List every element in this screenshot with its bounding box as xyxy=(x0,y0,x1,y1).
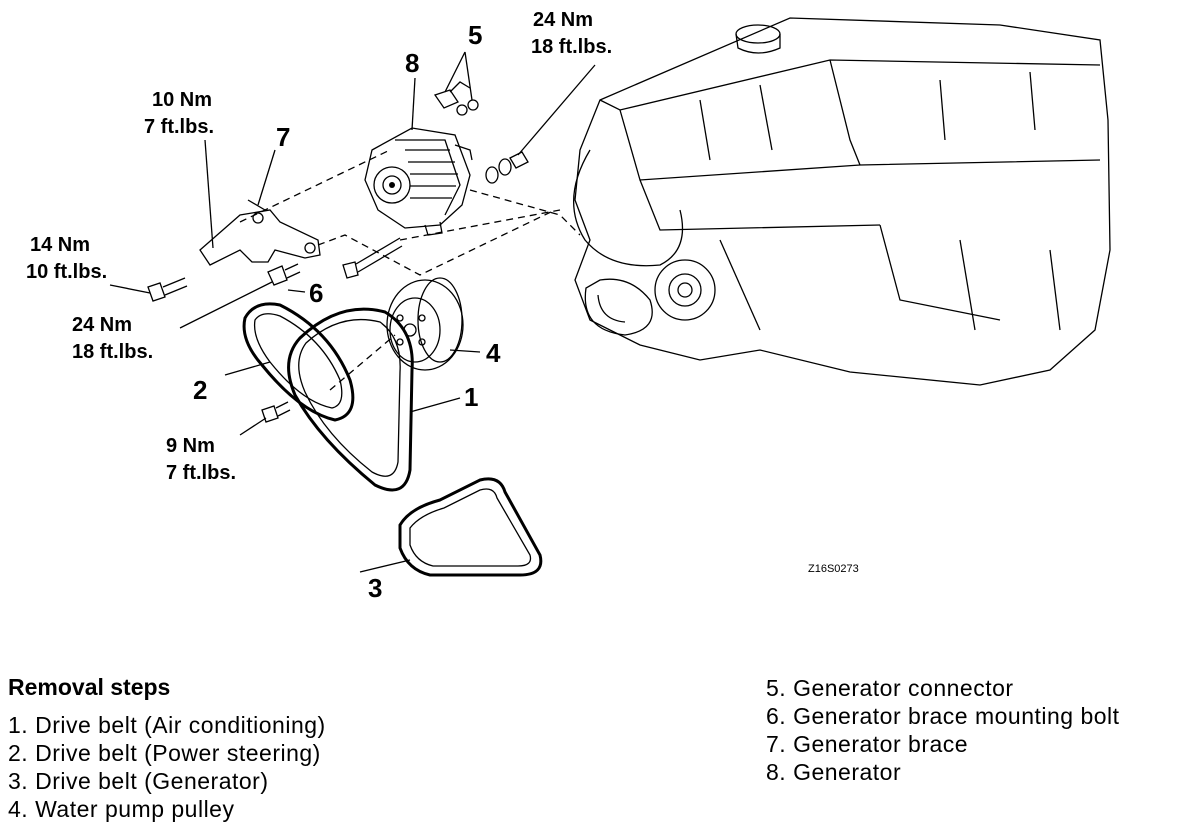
water-pump-pulley xyxy=(386,277,464,371)
removal-step: 8. Generator xyxy=(766,758,1120,786)
torque-left-nm: 14 Nm xyxy=(30,234,90,256)
step-label: Generator brace mounting bolt xyxy=(793,703,1120,729)
torque-top-ftlbs: 18 ft.lbs. xyxy=(531,36,612,58)
step-label: Drive belt (Air conditioning) xyxy=(35,712,326,738)
removal-step: 7. Generator brace xyxy=(766,730,1120,758)
alignment-lines xyxy=(239,149,581,391)
step-label: Generator brace xyxy=(793,731,969,757)
callout-7: 7 xyxy=(276,122,290,152)
step-number: 8. xyxy=(766,759,787,785)
torque-brace-ftlbs: 7 ft.lbs. xyxy=(144,116,214,138)
generator-brace xyxy=(199,199,321,266)
exploded-diagram: 5 8 7 6 4 2 1 3 24 Nm 18 ft.lbs. 10 Nm 7… xyxy=(26,9,1111,603)
drive-belt-generator xyxy=(398,477,543,577)
torque-brace-nm: 10 Nm xyxy=(152,89,212,111)
drive-belt-air-conditioning xyxy=(287,307,414,492)
removal-steps-list-left: 1. Drive belt (Air conditioning) 2. Driv… xyxy=(8,711,326,823)
torque-left-ftlbs: 10 ft.lbs. xyxy=(26,261,107,283)
generator-connector xyxy=(433,81,479,116)
torque-mid-nm: 24 Nm xyxy=(72,314,132,336)
step-number: 3. xyxy=(8,768,29,794)
torque-low-ftlbs: 7 ft.lbs. xyxy=(166,462,236,484)
removal-steps-title: Removal steps xyxy=(8,674,171,700)
removal-step: 4. Water pump pulley xyxy=(8,795,326,823)
callout-6: 6 xyxy=(309,278,323,308)
removal-step: 1. Drive belt (Air conditioning) xyxy=(8,711,326,739)
callout-8: 8 xyxy=(405,48,419,78)
generator xyxy=(364,127,473,236)
callout-1: 1 xyxy=(464,382,478,412)
callout-5: 5 xyxy=(468,20,482,50)
step-label: Drive belt (Generator) xyxy=(35,768,269,794)
bolt-generator-long xyxy=(342,237,403,279)
bolt-generator-brace-mounting xyxy=(267,263,301,286)
engine-block xyxy=(572,17,1111,386)
torque-top-nm: 24 Nm xyxy=(533,9,593,31)
removal-step: 5. Generator connector xyxy=(766,674,1120,702)
step-number: 5. xyxy=(766,675,787,701)
callout-3: 3 xyxy=(368,573,382,603)
step-number: 6. xyxy=(766,703,787,729)
step-label: Generator xyxy=(793,759,902,785)
step-number: 1. xyxy=(8,712,29,738)
generator-nut-washer xyxy=(485,151,529,184)
callout-4: 4 xyxy=(486,338,501,368)
step-number: 7. xyxy=(766,731,787,757)
step-label: Drive belt (Power steering) xyxy=(35,740,321,766)
removal-step: 6. Generator brace mounting bolt xyxy=(766,702,1120,730)
step-number: 4. xyxy=(8,796,29,822)
leader-lines xyxy=(109,51,596,573)
callout-2: 2 xyxy=(193,375,207,405)
step-number: 2. xyxy=(8,740,29,766)
drawing-code: Z16S0273 xyxy=(808,563,859,575)
removal-step: 2. Drive belt (Power steering) xyxy=(8,739,326,767)
step-label: Generator connector xyxy=(793,675,1014,701)
bolt-pulley xyxy=(261,401,291,423)
bolt-brace-left xyxy=(147,277,188,302)
removal-steps-list-right: 5. Generator connector 6. Generator brac… xyxy=(766,674,1120,786)
removal-step: 3. Drive belt (Generator) xyxy=(8,767,326,795)
torque-mid-ftlbs: 18 ft.lbs. xyxy=(72,341,153,363)
torque-low-nm: 9 Nm xyxy=(166,435,215,457)
step-label: Water pump pulley xyxy=(35,796,235,822)
